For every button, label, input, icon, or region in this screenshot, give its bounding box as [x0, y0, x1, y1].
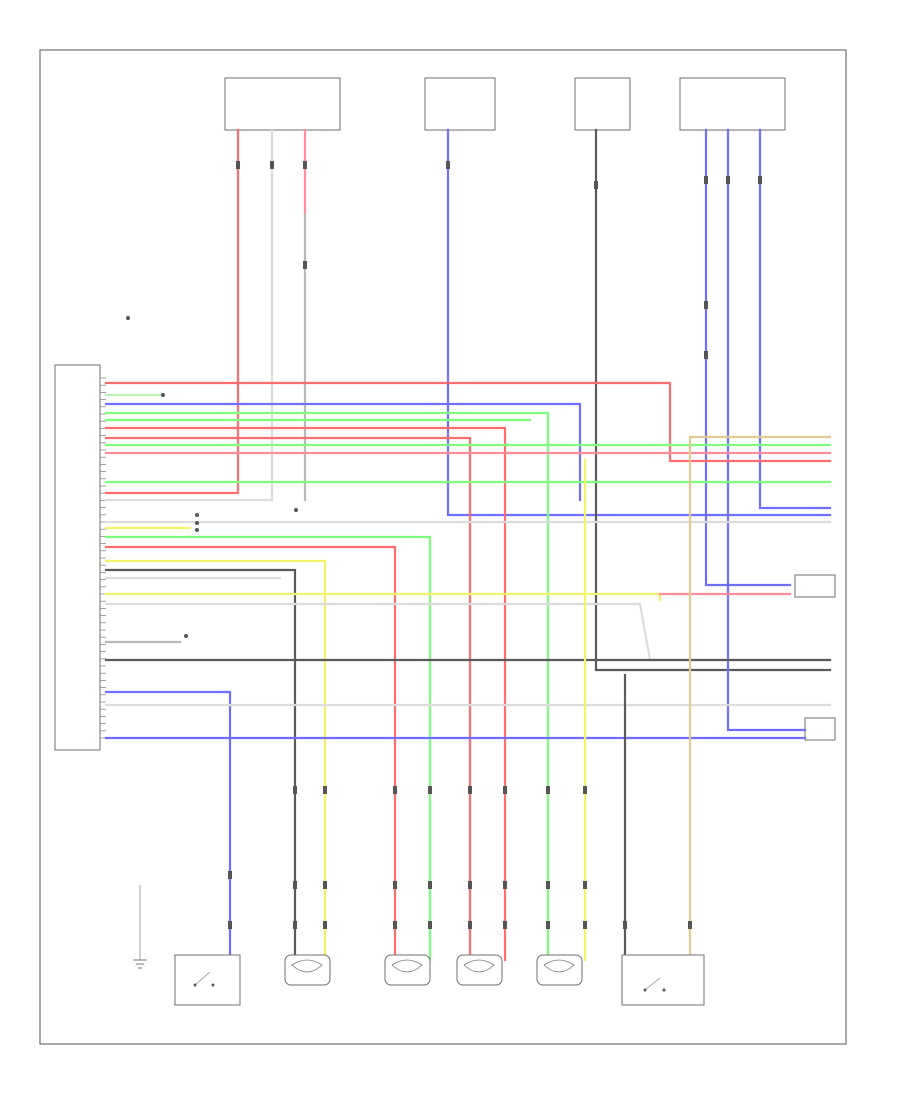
sensor-icon — [391, 959, 423, 973]
junction-block-left — [224, 77, 341, 131]
ground-symbol — [133, 885, 147, 969]
connector-icon — [270, 161, 274, 169]
wire-blue-right-feed-b — [726, 128, 807, 732]
wire-white-top-feed — [104, 128, 274, 502]
connector-icon — [503, 786, 507, 794]
sensor-icon — [543, 959, 575, 973]
connector-icon — [468, 881, 472, 889]
connector-icon — [428, 921, 432, 929]
ecu-pin-ticks — [100, 377, 106, 739]
wire-green-h13 — [104, 535, 432, 962]
junction-block-right — [574, 77, 631, 131]
wire-white-h19 — [104, 602, 832, 662]
connector-icon — [228, 871, 232, 879]
speed-sensor-rear-right — [456, 954, 503, 986]
wire-group — [104, 128, 832, 962]
brake-fluid-level-switch — [621, 954, 705, 1006]
connector-icon — [688, 921, 692, 929]
connector-icon — [583, 881, 587, 889]
wire-blue-right-feed-a — [704, 128, 792, 587]
module-right-upper — [794, 574, 836, 598]
connector-icon — [468, 921, 472, 929]
module-right-lower — [804, 717, 836, 741]
connector-icon — [704, 351, 708, 359]
connector-icon — [468, 786, 472, 794]
annotation-markers — [126, 316, 298, 638]
connector-icon — [293, 881, 297, 889]
connector-icon — [583, 786, 587, 794]
wire-red-top-feed — [104, 128, 240, 495]
wire-yellow-h15 — [104, 559, 327, 962]
connector-icon — [726, 176, 730, 184]
connector-icon — [236, 161, 240, 169]
connector-icon — [293, 786, 297, 794]
connector-icon — [704, 176, 708, 184]
wire-blue-top-feed — [446, 128, 832, 517]
speed-sensor-front-right — [384, 954, 431, 986]
wire-red-h1 — [104, 381, 832, 463]
wire-red-h7 — [104, 436, 472, 962]
speed-sensor-rear-left — [284, 954, 331, 986]
ecu-connector-block — [54, 364, 101, 751]
wire-yellow-h18 — [104, 592, 662, 602]
connector-icon — [546, 786, 550, 794]
switch-icon — [194, 971, 211, 986]
wire-red-h14 — [104, 545, 397, 962]
wire-blue-right-feed-c — [758, 128, 832, 510]
connector-icon — [623, 921, 627, 929]
wire-red-h6 — [104, 426, 507, 962]
wire-black-h16 — [104, 568, 297, 962]
connector-icon — [503, 921, 507, 929]
connector-icon — [323, 786, 327, 794]
wire-green-h4 — [104, 411, 550, 962]
connector-icon — [323, 921, 327, 929]
connector-icon — [446, 161, 450, 169]
parking-brake-switch — [174, 954, 241, 1006]
wire-blue-h3 — [104, 402, 582, 502]
connector-icon — [303, 161, 307, 169]
junction-block-far-right — [679, 77, 786, 131]
connector-icon — [594, 181, 598, 189]
connector-icon — [323, 881, 327, 889]
junction-block-center — [424, 77, 496, 131]
ground-icon — [133, 959, 147, 969]
connector-group — [228, 161, 762, 929]
connector-icon — [546, 881, 550, 889]
connector-icon — [758, 176, 762, 184]
connector-icon — [583, 921, 587, 929]
diagram-frame — [39, 49, 847, 1045]
connector-icon — [293, 921, 297, 929]
connector-icon — [393, 921, 397, 929]
wire-blue-h22 — [104, 690, 232, 962]
speed-sensor-front-left — [536, 954, 583, 986]
connector-icon — [303, 261, 307, 269]
sensor-icon — [463, 959, 495, 973]
connector-icon — [393, 881, 397, 889]
connector-icon — [503, 881, 507, 889]
connector-icon — [428, 881, 432, 889]
connector-icon — [228, 921, 232, 929]
switch-icon — [644, 977, 661, 991]
connector-icon — [428, 786, 432, 794]
sensor-icon — [291, 959, 323, 973]
wire-black-top-feed — [594, 128, 832, 672]
connector-icon — [704, 301, 708, 309]
connector-icon — [546, 921, 550, 929]
connector-icon — [393, 786, 397, 794]
